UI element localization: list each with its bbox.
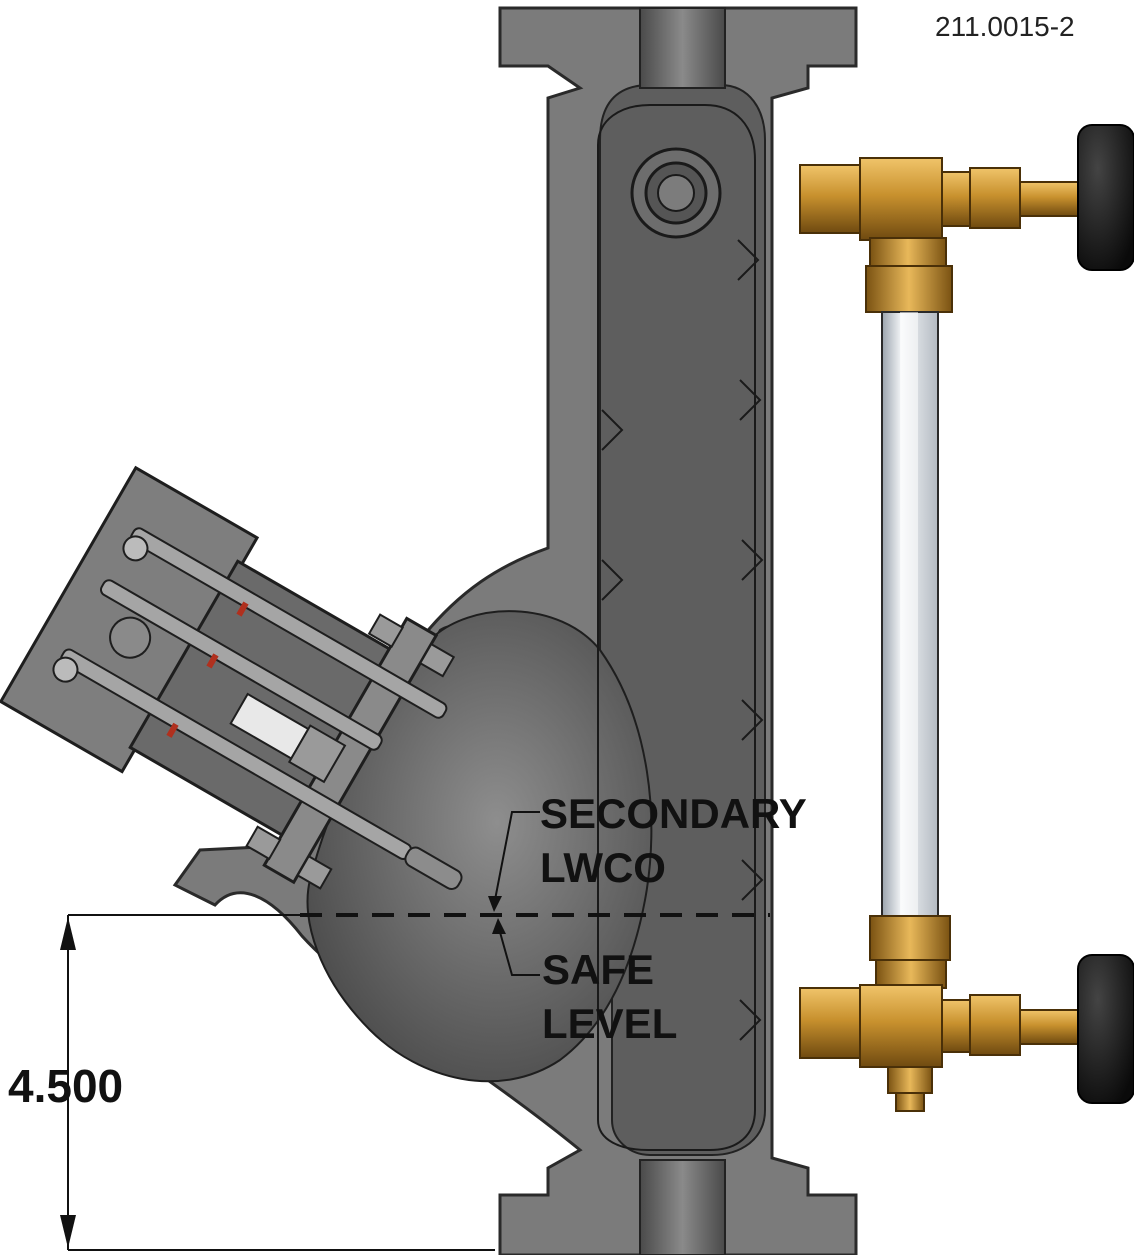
safe-level-label-line1: SAFE	[542, 946, 654, 993]
lower-gauge-valve	[799, 915, 1134, 1112]
secondary-lwco-label-line1: SECONDARY	[540, 790, 807, 837]
safe-level-leader	[497, 924, 540, 976]
probe-rod-middle	[99, 579, 383, 751]
probe-switch-housing	[0, 465, 463, 890]
column-inner-wall	[597, 104, 756, 1151]
top-pipe-bore	[639, 7, 726, 89]
sight-glass-assembly	[799, 124, 1134, 1112]
safe-level-line	[68, 811, 770, 976]
dimension-line	[60, 915, 495, 1251]
probe-tip	[404, 846, 463, 890]
lower-handwheel	[1077, 954, 1134, 1104]
cast-body-section	[172, 6, 858, 1255]
upper-handwheel	[1077, 124, 1134, 271]
safe-level-label-line2: LEVEL	[542, 1000, 677, 1047]
top-plug	[630, 147, 722, 239]
upper-gauge-valve	[799, 124, 1134, 313]
secondary-lwco-leader	[493, 811, 540, 906]
bottom-pipe-bore	[639, 1159, 726, 1255]
column-ribs	[601, 239, 764, 1041]
dimension-value: 4.500	[8, 1060, 123, 1112]
probe-rod-upper	[129, 527, 448, 719]
secondary-lwco-label-line2: LWCO	[540, 844, 666, 891]
drawing-number: 211.0015-2	[935, 11, 1075, 42]
